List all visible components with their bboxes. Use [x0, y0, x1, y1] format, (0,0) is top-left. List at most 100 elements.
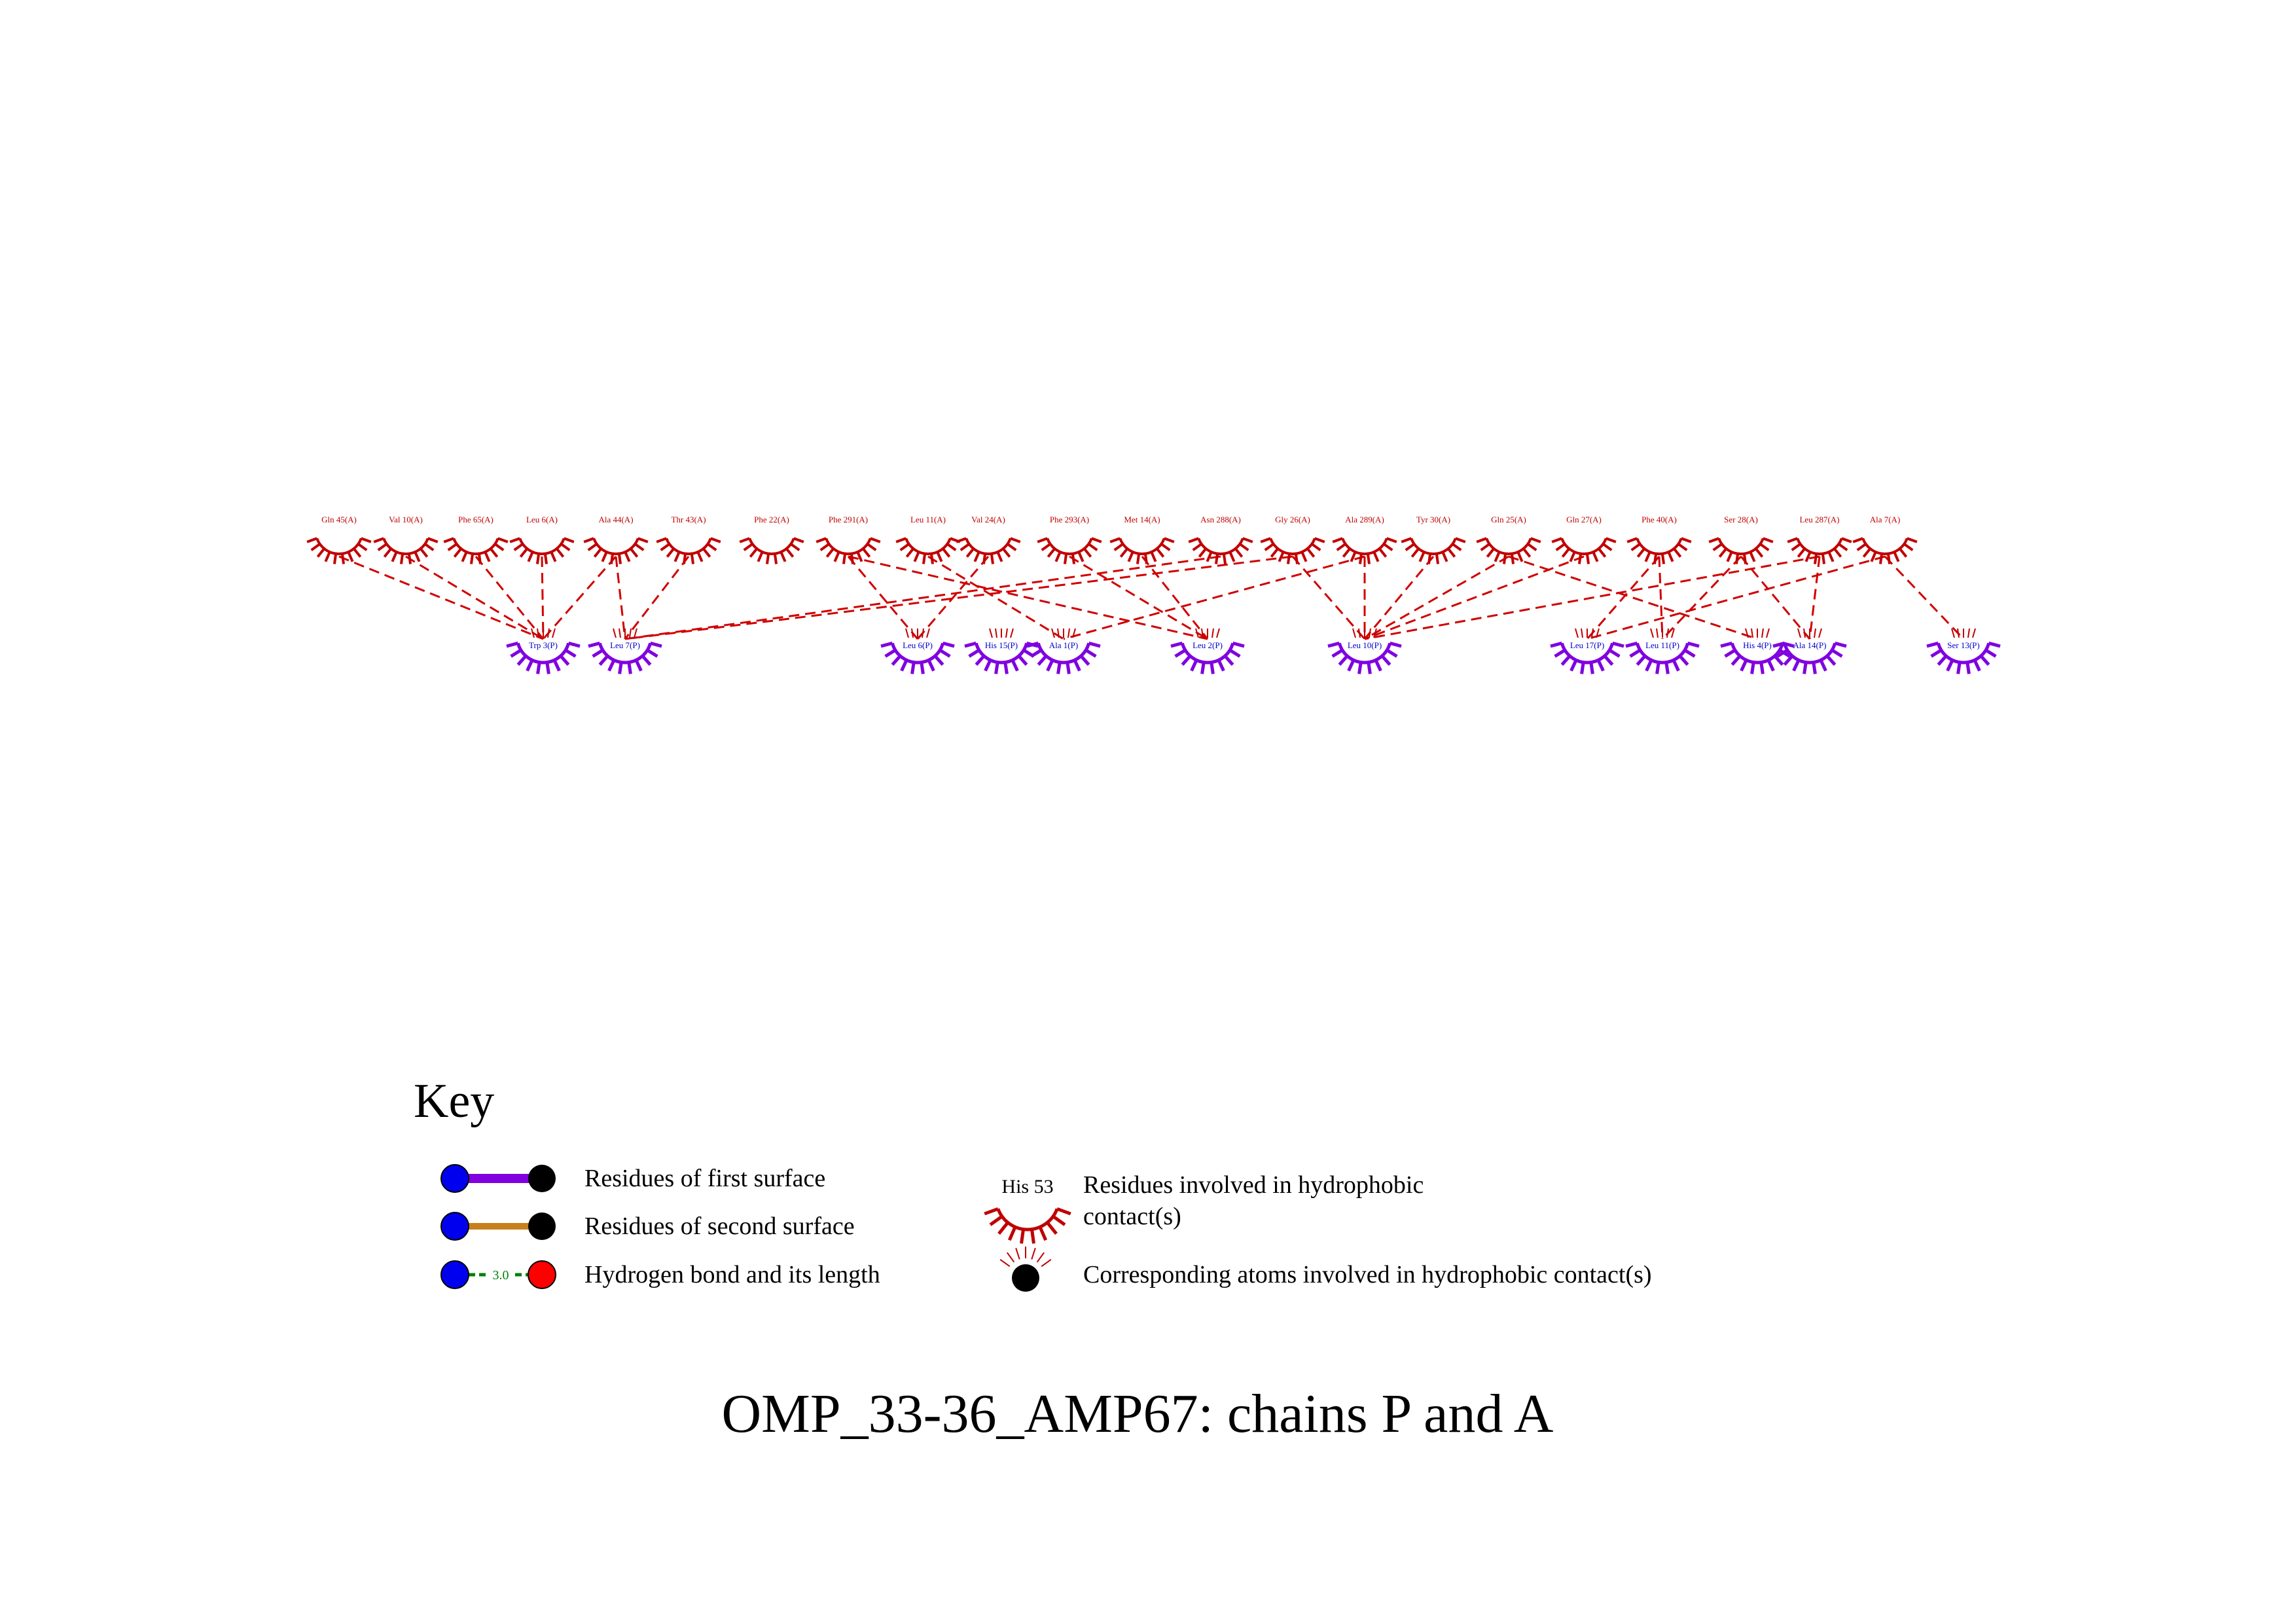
- residue-label: Val 24(A): [971, 515, 1005, 524]
- residue-chain-a-met-14-a: Met 14(A): [1109, 515, 1175, 564]
- hydrophobic-contact-line: [624, 556, 690, 640]
- residue-chain-p-his-15-p: His 15(P): [964, 628, 1039, 674]
- hydrophobic-contact-line: [1363, 556, 1435, 640]
- hydrophobic-contact-line: [475, 556, 545, 640]
- legend-hydrophobic-arc-symbol: [984, 1207, 1071, 1244]
- legend-hydrophobic-label-line2: contact(s): [1083, 1203, 1181, 1230]
- contact-lines: [338, 555, 1965, 640]
- residue-label: His 4(P): [1743, 640, 1772, 650]
- residue-label: Leu 10(P): [1348, 640, 1382, 650]
- hydrophobic-contact-line: [1069, 555, 1208, 640]
- hydrophobic-contact-line: [615, 556, 626, 640]
- residue-chain-p-leu-10-p: Leu 10(P): [1327, 628, 1402, 674]
- hydrophobic-contact-line: [1884, 555, 1965, 640]
- residue-label: Gln 25(A): [1491, 515, 1526, 524]
- residue-label: Asn 288(A): [1200, 515, 1241, 524]
- hydrophobic-contact-line: [1587, 555, 1886, 640]
- residue-chain-a-asn-288-a: Asn 288(A): [1188, 515, 1253, 564]
- residue-chain-a-phe-40-a: Phe 40(A): [1626, 515, 1692, 564]
- hydrophobic-contact-line: [1364, 555, 1820, 640]
- residue-label: Gln 45(A): [321, 515, 357, 524]
- hydrophobic-contact-line: [848, 555, 1208, 640]
- residue-label: His 15(P): [985, 640, 1018, 650]
- residue-chain-a-val-10-a: Val 10(A): [373, 515, 439, 564]
- residue-label: Gln 27(A): [1566, 515, 1602, 524]
- residue-arcs: Gln 45(A) Val 10(A) Phe 65(A)Leu 6(A) Ala 4…: [306, 515, 2001, 674]
- residue-label: Met 14(A): [1124, 515, 1160, 524]
- residue-label: Gly 26(A): [1275, 515, 1310, 524]
- hydrophobic-contact-line: [847, 556, 919, 640]
- residue-chain-a-thr-43-a: Thr 43(A): [656, 515, 721, 564]
- residue-label: Trp 3(P): [529, 640, 558, 650]
- residue-chain-p-ala-1-p: Ala 1(P): [1026, 628, 1101, 674]
- residue-label: Ala 44(A): [598, 515, 633, 524]
- hydrophobic-contact-line: [1508, 555, 1758, 640]
- residue-chain-a-gln-45-a: Gln 45(A): [306, 515, 372, 564]
- hydrophobic-contact-line: [1808, 556, 1821, 640]
- residue-label: Leu 11(A): [910, 515, 946, 524]
- residue-chain-p-leu-11-p: Leu 11(P): [1625, 628, 1700, 674]
- residue-chain-a-phe-22-a: Phe 22(A): [739, 515, 804, 564]
- residue-chain-p-ser-13-p: Ser 13(P): [1926, 628, 2001, 674]
- residue-label: Tyr 30(A): [1416, 515, 1450, 524]
- residue-chain-p-leu-2-p: Leu 2(P): [1170, 628, 1245, 674]
- legend-first-surface-label: Residues of first surface: [584, 1165, 825, 1192]
- residue-label: Phe 291(A): [829, 515, 868, 524]
- residue-label: Leu 17(P): [1570, 640, 1604, 650]
- residue-label: Phe 293(A): [1050, 515, 1089, 524]
- hydrophobic-contact-line: [1658, 556, 1664, 640]
- residue-label: Val 10(A): [389, 515, 423, 524]
- residue-label: Leu 2(P): [1193, 640, 1223, 650]
- residue-chain-a-tyr-30-a: Tyr 30(A): [1401, 515, 1466, 564]
- residue-label: Ala 7(A): [1870, 515, 1901, 524]
- residue-chain-p-leu-7-p: Leu 7(P): [588, 628, 662, 674]
- legend-hbond-length: 3.0: [493, 1268, 509, 1283]
- residue-chain-a-leu-287-a: Leu 287(A): [1787, 515, 1852, 564]
- legend-second-surface-label: Residues of second surface: [584, 1213, 855, 1240]
- hydrophobic-contact-line: [1141, 556, 1209, 640]
- residue-label: Phe 40(A): [1641, 515, 1677, 524]
- residue-chain-a-gln-27-a: Gln 27(A): [1551, 515, 1617, 564]
- hydrophobic-contact-line: [1661, 555, 1742, 640]
- legend-hydrophobic-label-line1: Residues involved in hydrophobic: [1083, 1171, 1424, 1199]
- residue-label: Phe 22(A): [754, 515, 789, 524]
- residue-chain-p-leu-17-p: Leu 17(P): [1550, 628, 1624, 674]
- hydrophobic-contact-line: [1364, 555, 1585, 640]
- residue-chain-a-ala-7-a: Ala 7(A): [1852, 515, 1918, 564]
- legend-hbond-label: Hydrogen bond and its length: [584, 1261, 880, 1288]
- residue-chain-a-ser-28-a: Ser 28(A): [1708, 515, 1774, 564]
- residue-label: Thr 43(A): [671, 515, 706, 524]
- residue-chain-p-ala-14-p: Ala 14(P): [1772, 628, 1847, 674]
- legend-atom-symbol: [999, 1247, 1052, 1292]
- hydrophobic-contact-line: [1364, 555, 1509, 640]
- residue-label: Leu 6(P): [903, 640, 933, 650]
- residue-chain-a-leu-11-a: Leu 11(A): [895, 515, 961, 564]
- residue-chain-a-phe-293-a: Phe 293(A): [1037, 515, 1102, 564]
- legend-atoms-label: Corresponding atoms involved in hydropho…: [1083, 1261, 1652, 1288]
- legend-second-surface-symbol: [440, 1212, 556, 1241]
- legend: Key Residues of first surface Residues o…: [414, 1074, 1652, 1292]
- residue-chain-a-phe-291-a: Phe 291(A): [816, 515, 881, 564]
- hydrophobic-contact-line: [1586, 556, 1660, 640]
- hydrophobic-contact-line: [1291, 556, 1366, 640]
- hydrophobic-contact-line: [338, 555, 544, 640]
- residue-chain-a-ala-44-a: Ala 44(A): [583, 515, 649, 564]
- legend-hbond-symbol: 3.0: [440, 1260, 556, 1289]
- legend-hydrophobic-example: His 53: [1001, 1176, 1053, 1197]
- hydrophobic-contact-line: [542, 556, 617, 640]
- residue-label: Leu 11(P): [1645, 640, 1679, 650]
- hydrophobic-contact-line: [1740, 556, 1811, 640]
- residue-chain-a-gly-26-a: Gly 26(A): [1260, 515, 1325, 564]
- residue-label: Ala 289(A): [1345, 515, 1384, 524]
- figure-title: OMP_33-36_AMP67: chains P and A: [722, 1383, 1554, 1444]
- residue-chain-p-his-4-p: His 4(P): [1720, 628, 1795, 674]
- residue-chain-a-leu-6-a: Leu 6(A): [509, 515, 575, 564]
- hydrophobic-contact-line: [916, 556, 990, 640]
- residue-chain-a-phe-65-a: Phe 65(A): [443, 515, 509, 564]
- hydrophobic-contact-line: [405, 555, 544, 640]
- residue-chain-a-ala-289-a: Ala 289(A): [1332, 515, 1397, 564]
- residue-label: Leu 7(P): [610, 640, 640, 650]
- residue-chain-a-gln-25-a: Gln 25(A): [1476, 515, 1541, 564]
- residue-chain-p-leu-6-p: Leu 6(P): [880, 628, 955, 674]
